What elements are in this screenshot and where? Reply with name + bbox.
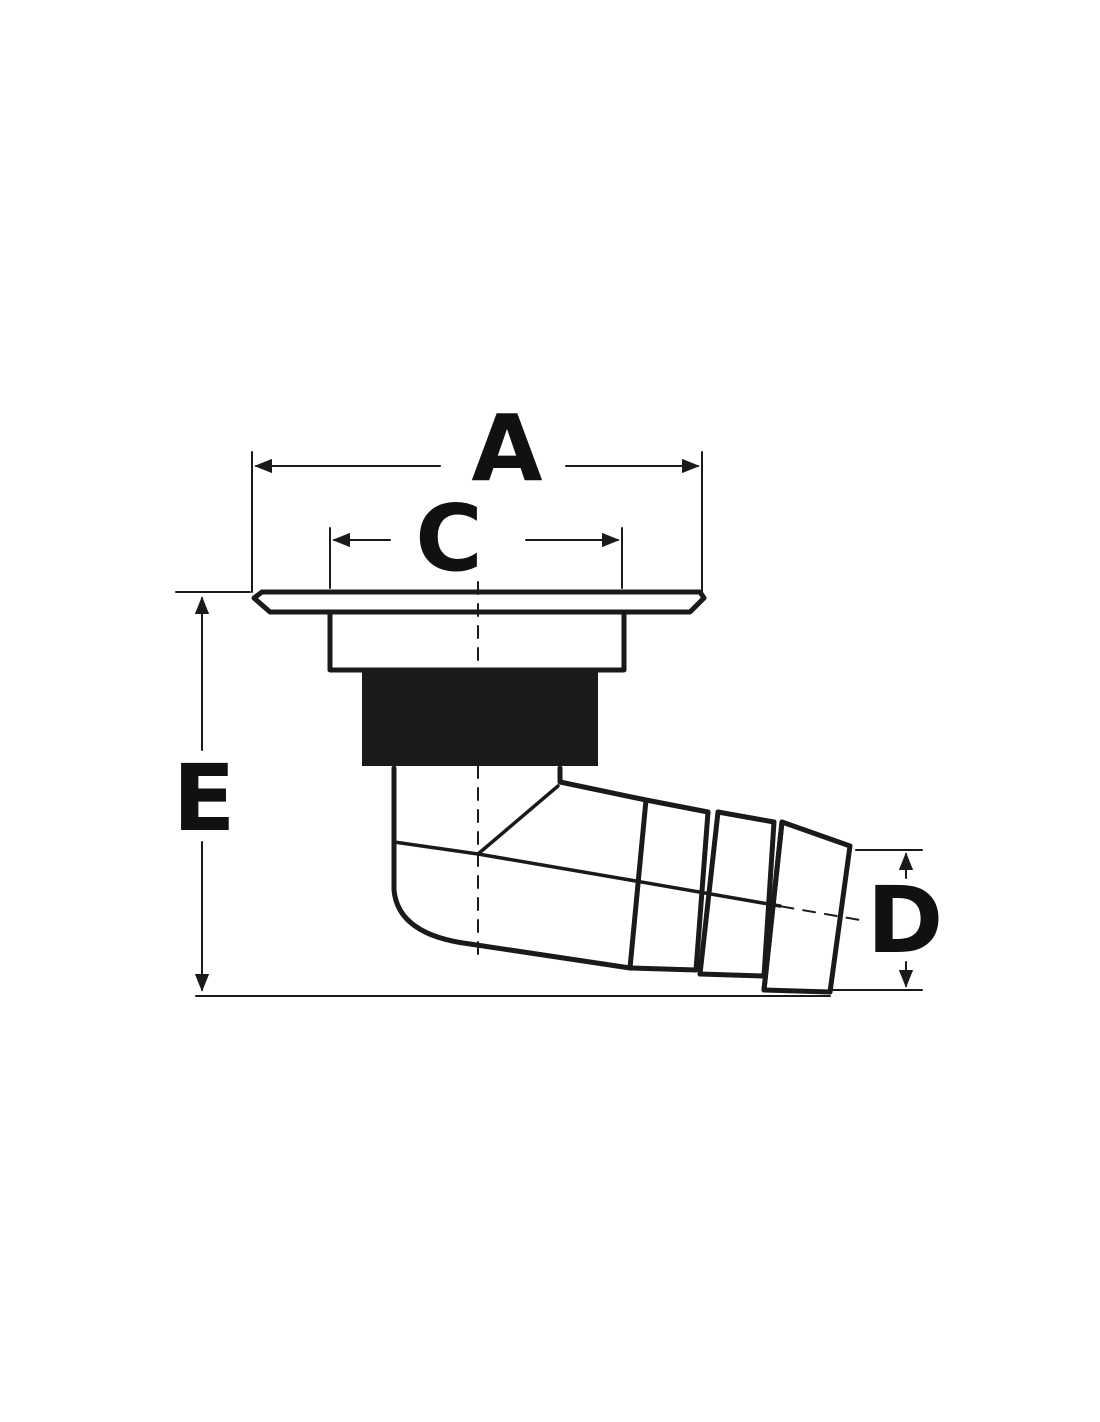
elbow-inner-top xyxy=(557,765,649,803)
dimension-d-label: D xyxy=(867,867,943,974)
dimension-a: A xyxy=(251,395,703,593)
elbow-seam-diagonal xyxy=(476,784,560,856)
elbow-seam-horizontal xyxy=(392,840,480,856)
spigot-ring-1 xyxy=(627,797,649,971)
center-lines xyxy=(477,581,861,965)
spigot-segment-2 xyxy=(697,809,777,979)
fitting-body xyxy=(251,589,853,995)
dimension-d: D xyxy=(831,849,943,991)
elbow-outer-curve xyxy=(391,765,633,971)
dimension-e-label: E xyxy=(173,745,236,852)
dimension-e: E xyxy=(173,591,831,997)
flange xyxy=(251,589,707,615)
flange-neck xyxy=(327,611,627,673)
dimension-c: C xyxy=(329,485,623,592)
dimension-c-label: C xyxy=(415,485,483,592)
dimension-a-label: A xyxy=(471,395,542,502)
threaded-section xyxy=(362,672,598,766)
